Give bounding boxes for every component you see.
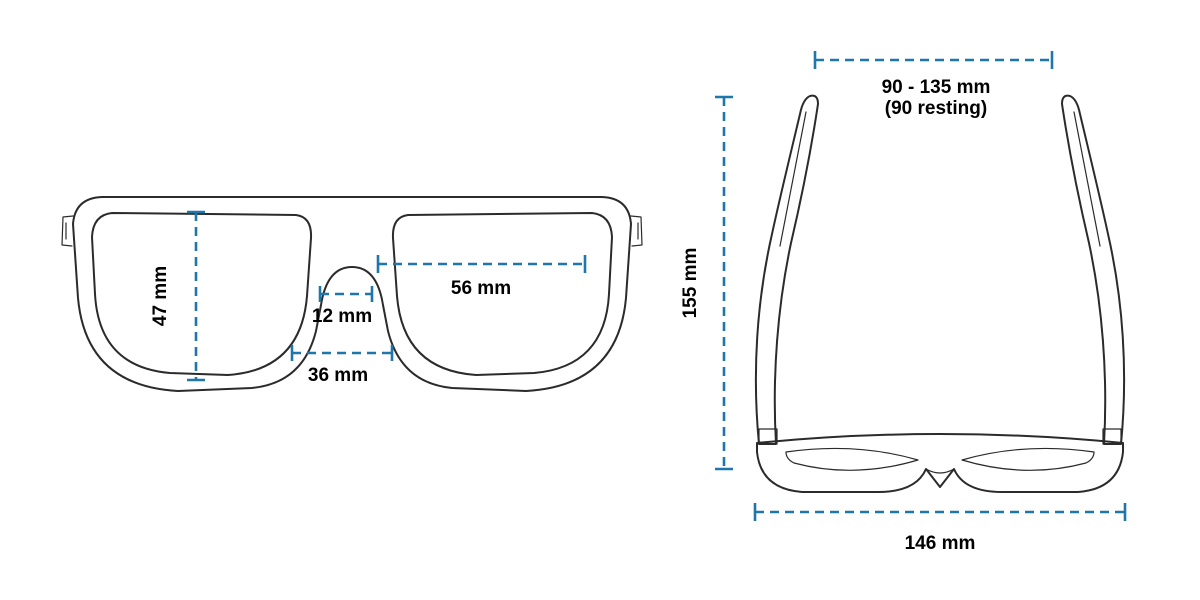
dimension-temple-length: 155 mm [680, 95, 733, 471]
dimension-lens-height: 47 mm [150, 210, 205, 382]
frame-top-outline [756, 433, 1124, 493]
dimension-temple-spread: 90 - 135 mm (90 resting) [813, 51, 1054, 119]
lens-width-label: 56 mm [451, 278, 511, 299]
dimension-frame-width: 146 mm [753, 503, 1127, 554]
nose-bridge-detail [925, 468, 955, 474]
right-hinge-icon [630, 215, 643, 247]
frame-width-label: 146 mm [905, 533, 976, 554]
left-lens-top-outline [785, 447, 919, 471]
bridge-width-label: 12 mm [312, 306, 372, 327]
right-lens-top-outline [961, 447, 1095, 471]
lens-height-label: 47 mm [150, 266, 171, 326]
frame-front-outline [72, 196, 632, 392]
right-temple-hinge-icon [1102, 428, 1122, 445]
left-temple-hinge-icon [758, 428, 778, 445]
left-temple-inner-line [779, 111, 807, 247]
top-view: 90 - 135 mm (90 resting) 155 mm 146 mm [680, 51, 1127, 554]
temple-length-label: 155 mm [680, 248, 701, 319]
left-temple-outline [754, 94, 819, 445]
left-lens-outline [91, 212, 313, 376]
dimension-lens-width: 56 mm [376, 255, 587, 299]
temple-spread-note-label: (90 resting) [885, 98, 987, 119]
left-hinge-icon [61, 215, 74, 247]
right-lens-outline [391, 212, 613, 376]
right-temple-outline [1061, 94, 1126, 445]
nose-width-label: 36 mm [308, 365, 368, 386]
temple-spread-range-label: 90 - 135 mm [882, 77, 991, 98]
right-temple-inner-line [1073, 111, 1101, 247]
dimension-nose-width: 36 mm [290, 345, 394, 386]
dimension-bridge-width: 12 mm [312, 286, 374, 327]
front-view: 47 mm 56 mm 12 mm 36 mm [61, 196, 643, 392]
